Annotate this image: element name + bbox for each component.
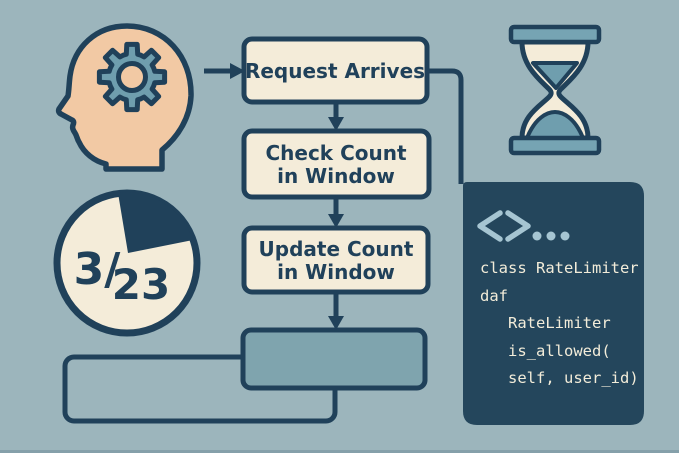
flow-nodes: Request Arrives Check Count in Window Up…	[241, 36, 432, 295]
code-brackets-icon	[477, 210, 570, 242]
connector-request-to-code-panel	[427, 68, 464, 184]
arrowhead-right-icon	[230, 63, 245, 79]
ellipsis-dot	[532, 231, 542, 241]
code-panel-background	[463, 182, 644, 425]
code-line: class RateLimiter	[480, 259, 639, 277]
code-panel: class RateLimiter daf RateLimiter is_all…	[463, 182, 644, 425]
pie-slice	[118, 192, 193, 253]
hourglass-icon	[508, 24, 602, 156]
node-update-count	[241, 225, 431, 295]
ellipsis-dot	[560, 231, 570, 241]
node-result-filled-box	[240, 327, 428, 391]
hourglass-bottom-cap	[508, 135, 602, 156]
code-line: daf	[480, 287, 508, 305]
node-check-count	[241, 128, 432, 200]
hourglass-top-cap	[508, 24, 602, 45]
pie-label-numerator: 3/	[74, 244, 122, 295]
ellipsis-dot	[546, 231, 556, 241]
node-label: in Window	[277, 164, 395, 188]
pie-chart-icon: 3/ 23	[53, 189, 201, 337]
hourglass-sand-top	[531, 61, 579, 90]
head-with-gear-icon	[55, 23, 194, 172]
node-request-arrives	[241, 36, 430, 105]
node-label: Update Count	[259, 237, 414, 261]
chevron-left-icon	[477, 210, 503, 242]
arrowhead-down-icon	[328, 214, 344, 228]
code-line: self, user_id)	[508, 369, 639, 387]
code-line: is_allowed(	[508, 342, 611, 360]
node-label: in Window	[277, 260, 395, 284]
node-label: Check Count	[265, 141, 406, 165]
bottom-edge-shadow	[0, 450, 679, 453]
arrowhead-down-icon	[328, 316, 344, 330]
hourglass-sand-bottom	[525, 110, 585, 140]
code-line: RateLimiter	[508, 314, 611, 332]
gear-hub	[116, 61, 148, 93]
node-label: Request Arrives	[245, 59, 425, 83]
pie-label-denominator: 23	[112, 260, 170, 309]
chevron-right-icon	[505, 210, 531, 242]
flow-arrows	[204, 63, 464, 330]
arrowhead-down-icon	[328, 117, 344, 131]
